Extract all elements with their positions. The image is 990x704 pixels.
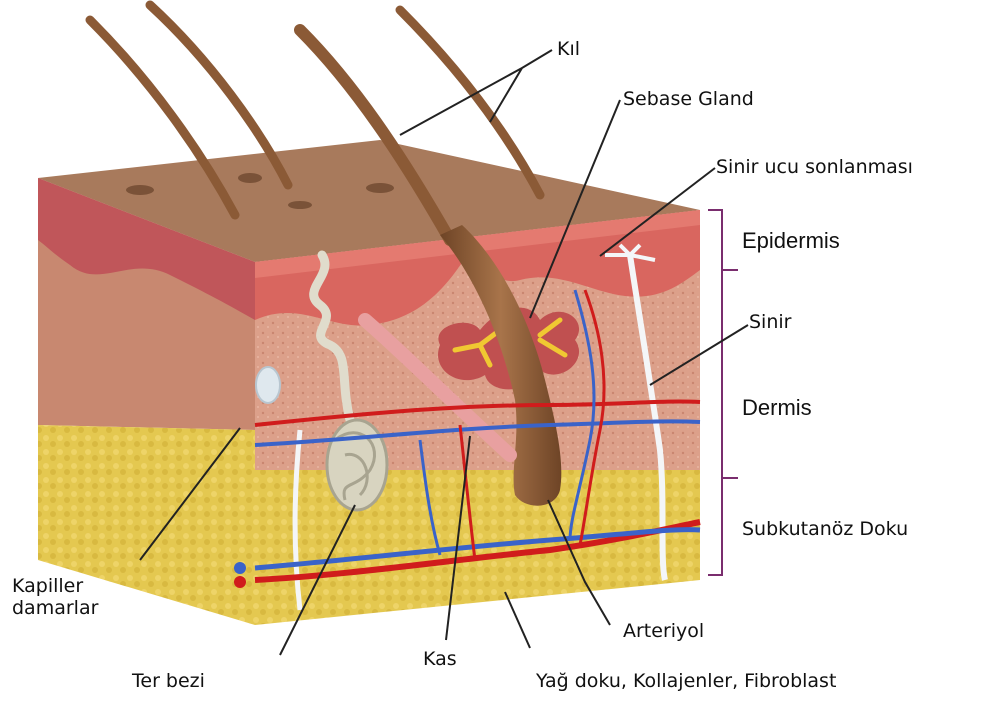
pore	[238, 173, 262, 183]
label-sebase-gland: Sebase Gland	[623, 88, 754, 110]
pore	[126, 185, 154, 195]
label-kas: Kas	[423, 648, 457, 670]
label-epidermis: Epidermis	[742, 230, 840, 252]
label-arteriyol: Arteriyol	[623, 620, 704, 642]
label-ter-bezi: Ter bezi	[132, 670, 205, 692]
layer-bracket	[708, 210, 738, 575]
nerve-receptor	[256, 367, 280, 403]
label-subkutanoz: Subkutanöz Doku	[742, 518, 908, 540]
vessel-end-vein	[234, 562, 246, 574]
label-sinir-ucu: Sinir ucu sonlanması	[716, 156, 913, 178]
label-dermis: Dermis	[742, 397, 812, 419]
label-sinir: Sinir	[749, 311, 791, 333]
vessel-end-artery	[234, 576, 246, 588]
label-kil: Kıl	[557, 38, 580, 60]
label-yag-doku: Yağ doku, Kollajenler, Fibroblast	[536, 670, 836, 692]
pore	[366, 183, 394, 193]
label-kapiller: Kapiller damarlar	[12, 575, 98, 619]
pore	[288, 201, 312, 209]
